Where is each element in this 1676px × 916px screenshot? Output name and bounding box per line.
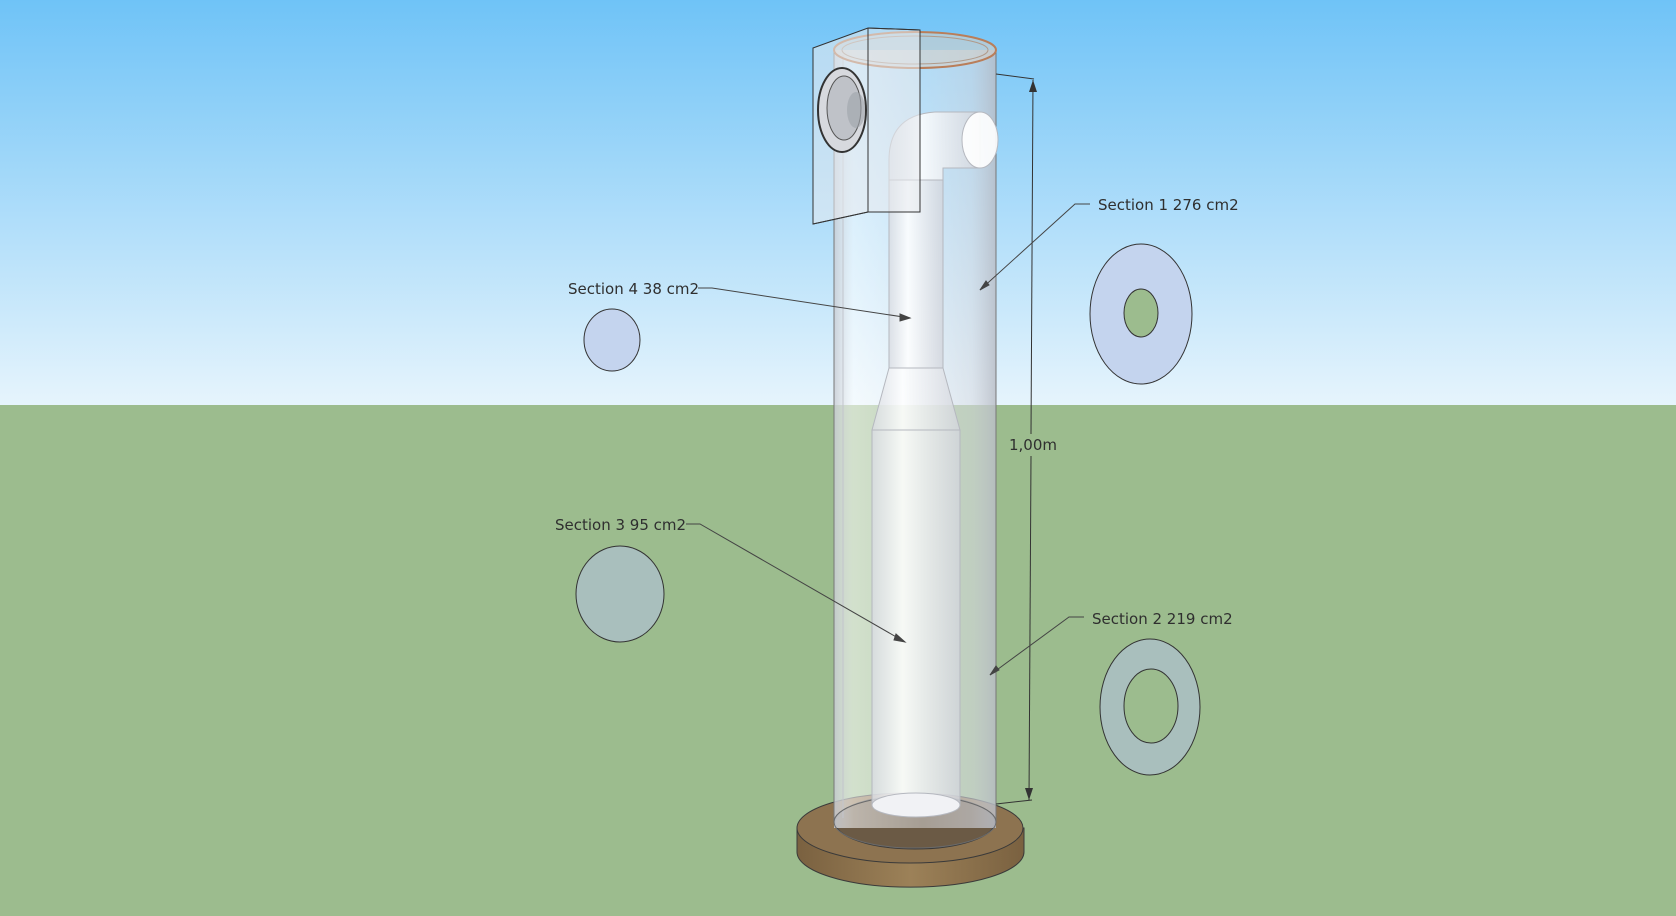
section-2-label[interactable]: Section 2 219 cm2 bbox=[1092, 610, 1233, 628]
dimension-label: 1,00m bbox=[1009, 436, 1058, 454]
section-1-shape[interactable] bbox=[1089, 243, 1193, 385]
section-1-label[interactable]: Section 1 276 cm2 bbox=[1098, 196, 1239, 214]
section-4-shape[interactable] bbox=[583, 308, 641, 372]
section-3-shape[interactable] bbox=[575, 545, 665, 643]
section-4-label[interactable]: Section 4 38 cm2 bbox=[568, 280, 700, 298]
section-2-shape[interactable] bbox=[1099, 638, 1201, 776]
section-3-label[interactable]: Section 3 95 cm2 bbox=[555, 516, 687, 534]
speaker-driver-icon bbox=[817, 67, 867, 153]
leader-lines bbox=[686, 203, 1090, 676]
dimension-line[interactable] bbox=[995, 73, 1037, 805]
